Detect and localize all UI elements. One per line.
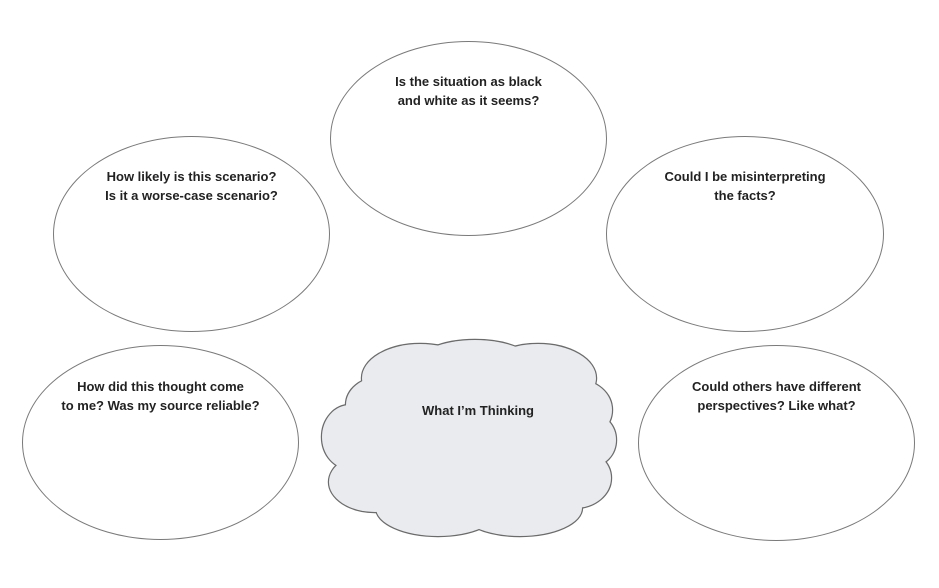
bubble-line: Is it a worse-case scenario? — [105, 188, 278, 203]
bubble-text: How did this thought come to me? Was my … — [23, 377, 298, 415]
question-bubble-misinterpret: Could I be misinterpreting the facts? — [606, 136, 884, 332]
bubble-line: Could I be misinterpreting — [664, 169, 826, 184]
question-bubble-likely: How likely is this scenario? Is it a wor… — [53, 136, 330, 332]
bubble-line: and white as it seems? — [397, 93, 540, 108]
question-bubble-perspectives: Could others have different perspectives… — [638, 345, 915, 541]
bubble-line: the facts? — [714, 188, 776, 203]
bubble-text: Could I be misinterpreting the facts? — [607, 167, 883, 205]
question-bubble-source: How did this thought come to me? Was my … — [22, 345, 299, 540]
bubble-text: How likely is this scenario? Is it a wor… — [54, 167, 329, 205]
cloud-label: What I’m Thinking — [422, 403, 534, 418]
bubble-line: Could others have different — [691, 379, 862, 394]
cloud-shape — [320, 338, 618, 538]
bubble-text: Is the situation as black and white as i… — [331, 72, 606, 110]
bubble-text: Could others have different perspectives… — [639, 377, 914, 415]
bubble-line: How likely is this scenario? — [106, 169, 277, 184]
bubble-line: to me? Was my source reliable? — [61, 398, 260, 413]
bubble-line: Is the situation as black — [395, 74, 542, 89]
bubble-line: How did this thought come — [77, 379, 244, 394]
cloud-puff — [346, 377, 414, 433]
bubble-line: perspectives? Like what? — [697, 398, 856, 413]
question-bubble-situation: Is the situation as black and white as i… — [330, 41, 607, 236]
